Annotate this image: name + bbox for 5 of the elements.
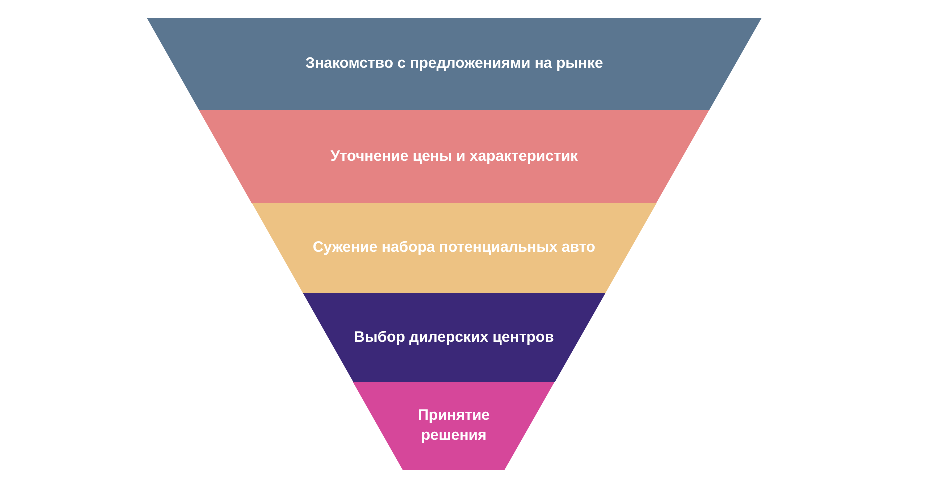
band-label: Знакомство с предложениями на рынке bbox=[306, 54, 604, 74]
band-label: Выбор дилерских центров bbox=[354, 327, 554, 348]
band-label: Принятие решения bbox=[417, 406, 492, 446]
band-label: Уточнение цены и характеристик bbox=[330, 146, 578, 166]
band-label: Сужение набора потенциальных авто bbox=[312, 238, 596, 258]
